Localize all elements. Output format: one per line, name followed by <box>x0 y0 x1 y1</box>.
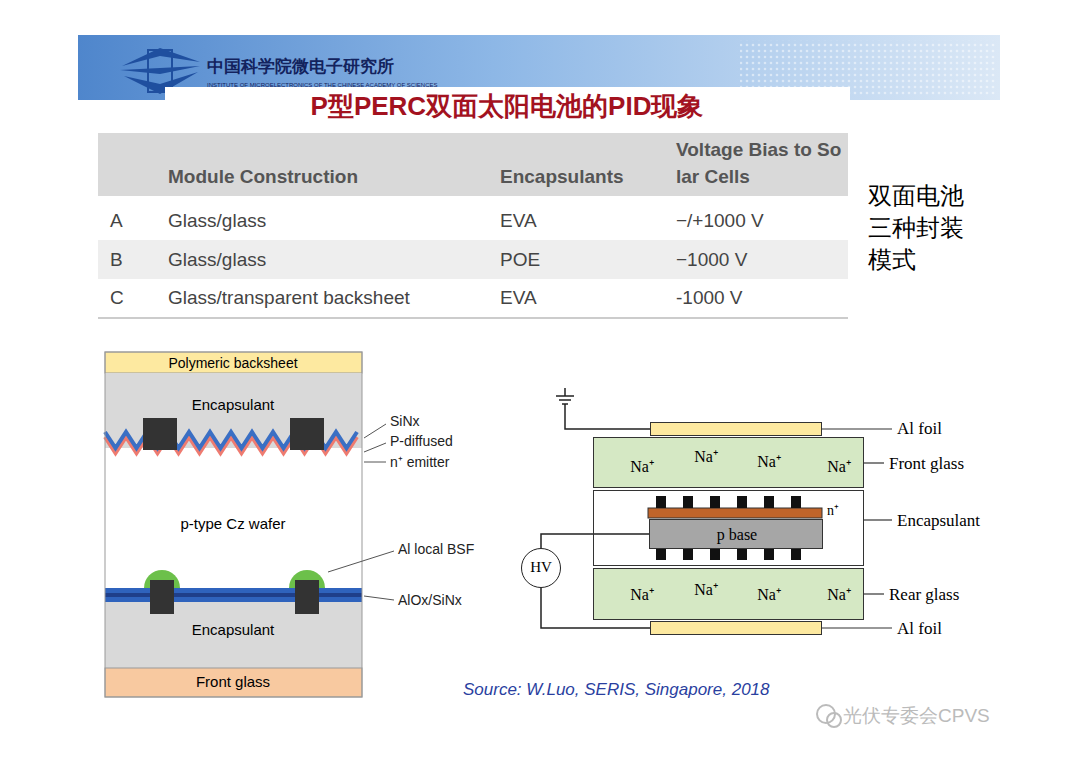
front-contact <box>143 418 177 450</box>
node-label: Na⁺ <box>630 458 654 476</box>
node-label: HV <box>530 559 552 576</box>
table-cell: Glass/transparent backsheet <box>168 287 410 309</box>
table-cell: Glass/glass <box>168 249 266 271</box>
layer-callout: n⁺ <box>827 503 839 519</box>
node-label: Na⁺ <box>694 448 718 466</box>
institute-name-en: INSTITUTE OF MICROELECTRONICS OF THE CHI… <box>207 82 437 89</box>
table-cell: Glass/glass <box>168 210 266 232</box>
al-foil: Al foil <box>650 621 822 635</box>
layer-callout: SiNx <box>390 413 420 429</box>
table-header: Encapsulants <box>500 166 624 188</box>
node-label: Front glass <box>196 673 270 690</box>
table-cell: POE <box>500 249 540 271</box>
side-note: 双面电池三种封装模式 <box>868 180 969 276</box>
al-foil: Al foil <box>650 422 822 436</box>
node-label: Rear glass <box>889 585 959 605</box>
node-label: Front glass <box>889 454 964 474</box>
glass-layer: Front glassNa⁺Na⁺Na⁺Na⁺ <box>593 437 864 488</box>
table-cell: -1000 V <box>676 287 743 309</box>
node-label: Encapsulant <box>897 511 980 531</box>
alox-sinx-layer <box>105 593 362 597</box>
table-cell: −/+1000 V <box>676 210 764 232</box>
table-header-bg <box>98 133 848 196</box>
node-label: Na⁺ <box>694 581 718 599</box>
rear-contact <box>295 580 319 614</box>
hv-source: HV <box>521 548 561 588</box>
table-header: Voltage Bias to Solar Cells <box>676 136 846 190</box>
section-outline <box>105 352 362 697</box>
p-base: p base <box>649 519 823 549</box>
table-cell: A <box>110 210 123 232</box>
institute-name: 中国科学院微电子研究所 <box>207 57 394 77</box>
table-cell: EVA <box>500 210 537 232</box>
node-label: Na⁺ <box>630 586 654 604</box>
watermark-icon <box>817 705 841 727</box>
node-label: Na⁺ <box>757 453 781 471</box>
node-label: Encapsulant <box>192 396 275 413</box>
node-label: Al foil <box>897 419 942 439</box>
encapsulant-box: Encapsulantp base <box>593 490 864 566</box>
encapsulant-fill <box>105 602 362 668</box>
world-map-dots <box>740 40 995 95</box>
layer-callout: n⁺ emitter <box>390 454 449 470</box>
node-label: Encapsulant <box>192 621 275 638</box>
backsheet-fill <box>105 352 362 373</box>
n-plus-layer <box>648 508 822 518</box>
node-label: Na⁺ <box>827 458 851 476</box>
title-box <box>165 87 850 126</box>
table-header: Module Construction <box>168 166 358 188</box>
front-contact <box>290 418 324 450</box>
node-label: Polymeric backsheet <box>168 355 297 371</box>
node-label: Na⁺ <box>757 586 781 604</box>
table-cell: −1000 V <box>676 249 747 271</box>
backsheet-layer: Polymeric backsheet <box>105 352 362 373</box>
table-row-bg <box>98 240 848 279</box>
node-label: p-type Cz wafer <box>180 515 285 532</box>
node-label: Na⁺ <box>827 586 851 604</box>
layer-callout: AlOx/SiNx <box>398 592 462 608</box>
alox-sinx-layer <box>105 588 362 602</box>
leader-lines <box>328 424 394 600</box>
table-cell: C <box>110 287 124 309</box>
node-label: p base <box>717 526 757 544</box>
rear-contact <box>150 580 174 614</box>
front-glass-fill <box>105 668 362 697</box>
wafer-layer: p-type Cz wafer <box>105 462 362 582</box>
wafer-fill <box>105 448 362 588</box>
source-caption: Source: W.Luo, SERIS, Singapore, 2018 <box>463 680 770 700</box>
layer-callout: P-diffused <box>390 433 453 449</box>
ground-wire <box>556 388 650 429</box>
slide-title: P型PERC双面太阳电池的PID现象 <box>311 92 704 122</box>
encapsulant-layer: Encapsulant <box>105 614 362 668</box>
table-cell: EVA <box>500 287 537 309</box>
layer-callout: Al local BSF <box>398 541 474 557</box>
node-label: Al foil <box>897 619 942 639</box>
front-glass-layer: Front glass <box>105 668 362 697</box>
encapsulant-layer: Encapsulant <box>105 373 362 443</box>
glass-layer: Rear glassNa⁺Na⁺Na⁺Na⁺ <box>593 568 864 620</box>
wire <box>541 534 649 548</box>
table-cell: B <box>110 249 123 271</box>
table-rule <box>98 317 848 319</box>
watermark: 光伏专委会CPVS <box>843 705 990 727</box>
